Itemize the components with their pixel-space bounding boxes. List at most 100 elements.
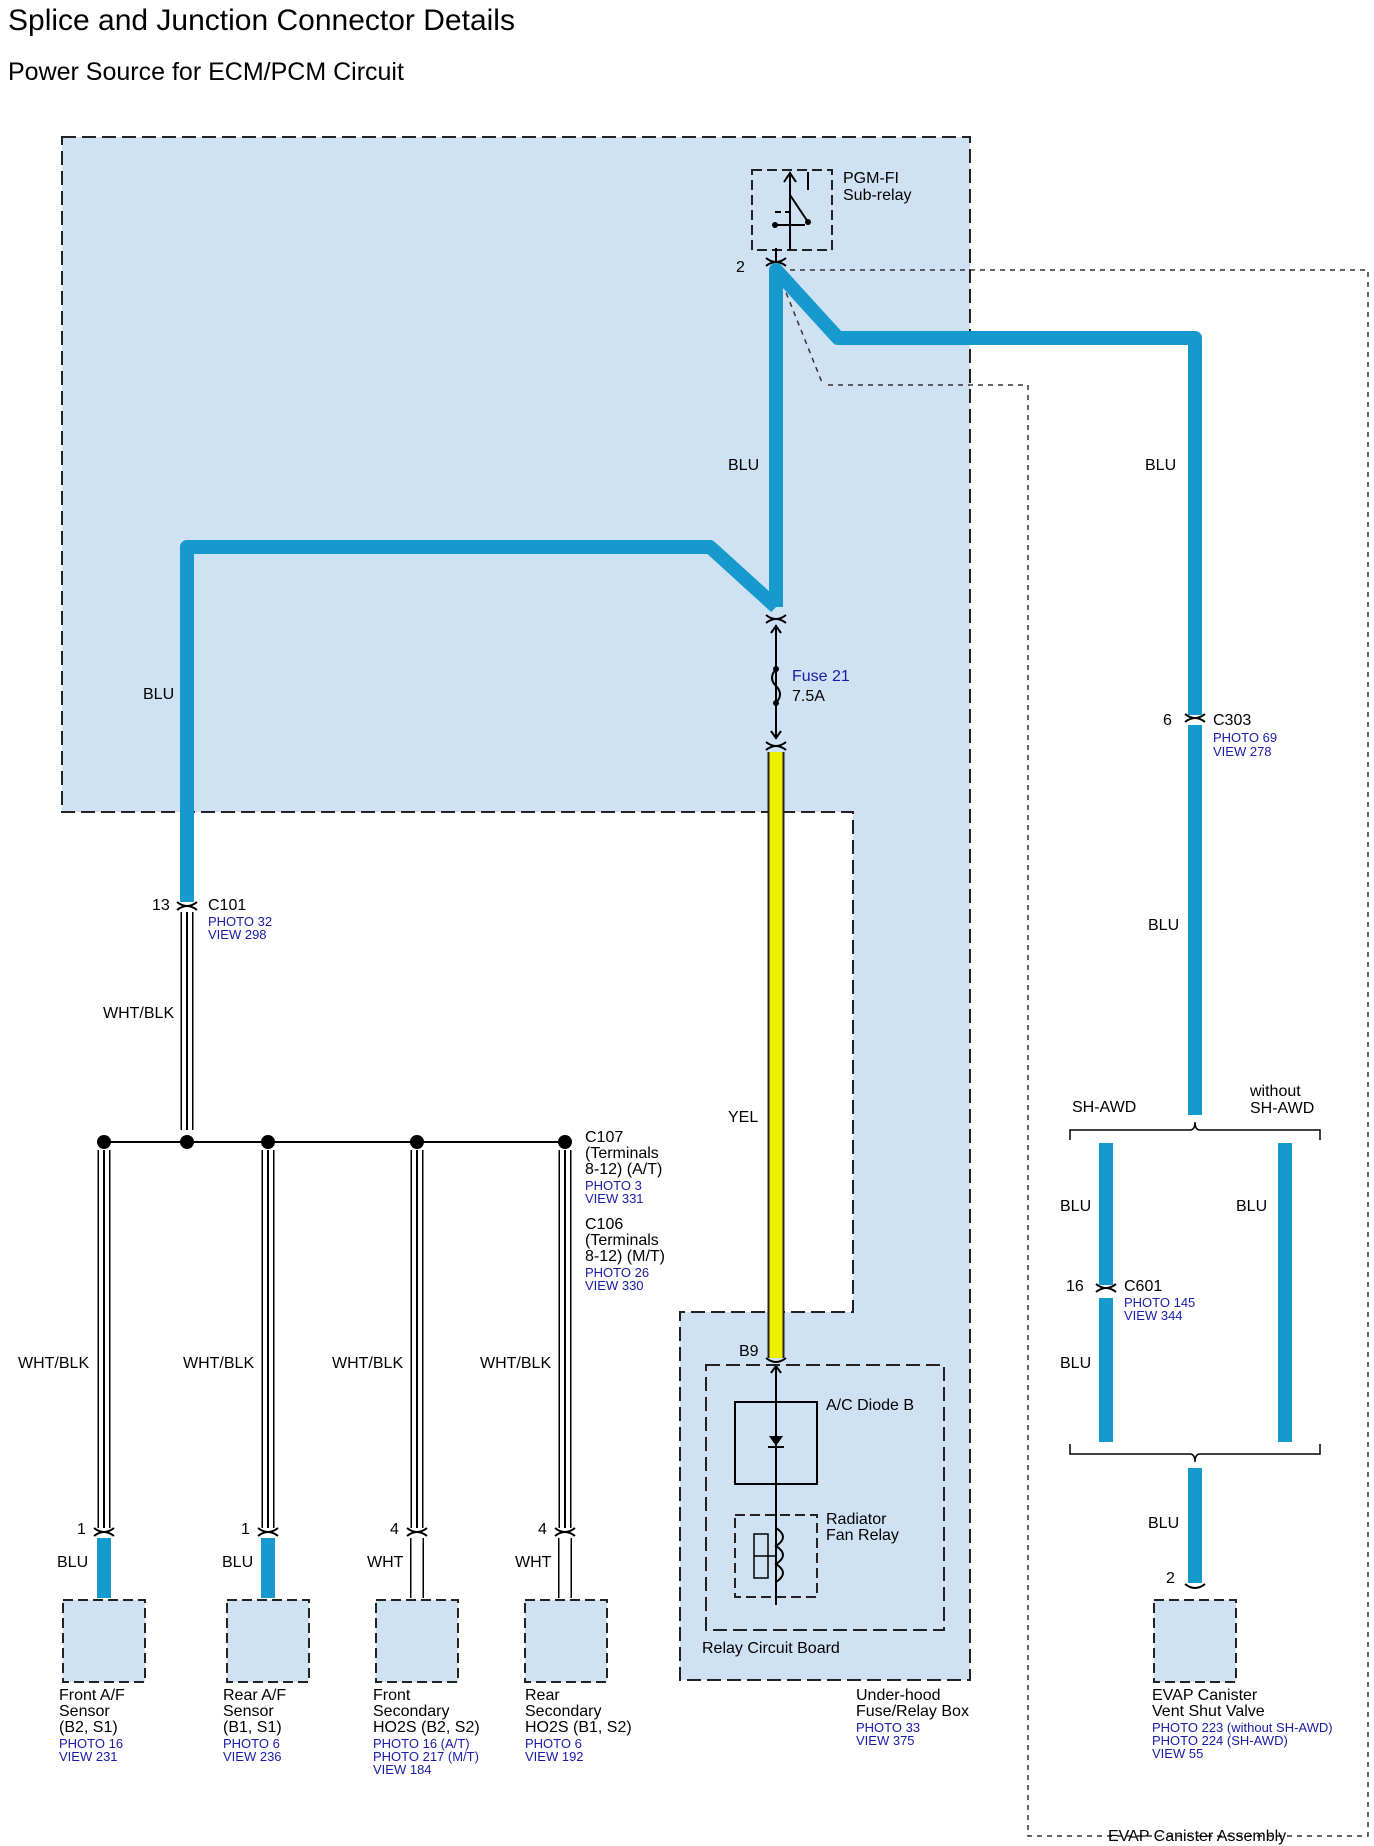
lower-split-bracket [1069, 1444, 1321, 1463]
radiator-fan-relay-label: Radiator [826, 1511, 887, 1528]
sensor-2-name-2: Sensor [223, 1703, 274, 1720]
c106-terminals: (Terminals [585, 1232, 659, 1249]
splice-point-trunk [180, 1135, 194, 1149]
sensor-2-pin: 1 [241, 1521, 250, 1538]
wire-label-branch-1: WHT/BLK [18, 1355, 89, 1372]
sensor-3-name-2: Secondary [373, 1703, 450, 1720]
radiator-fan-relay-label-2: Fan Relay [826, 1527, 899, 1544]
wire-label-sh-awd-lower: BLU [1060, 1355, 1091, 1372]
sensor-2-wire-color: BLU [222, 1554, 253, 1571]
evap-valve-view: VIEW 55 [1152, 1746, 1203, 1761]
c106-photo: PHOTO 26 [585, 1265, 649, 1280]
wire-label-yel: YEL [728, 1109, 758, 1126]
sensor-4-pin: 4 [538, 1521, 547, 1538]
fuse-relay-box-area [61, 136, 971, 1681]
sensor-3-name: Front [373, 1687, 411, 1704]
wire-label-branch-4: WHT/BLK [480, 1355, 551, 1372]
variant-without-1: without [1249, 1083, 1301, 1100]
splice-point-1 [97, 1135, 111, 1149]
c101-pin: 13 [152, 897, 170, 914]
sensor-1-view: VIEW 231 [59, 1749, 118, 1764]
page-title: Splice and Junction Connector Details [8, 4, 515, 37]
wire-label-branch-3: WHT/BLK [332, 1355, 403, 1372]
fuse-rating: 7.5A [792, 688, 825, 705]
branch-4-wire [554, 1150, 576, 1598]
sensor-1-name-2: Sensor [59, 1703, 110, 1720]
b9-terminal-label: B9 [739, 1343, 759, 1360]
sensor-3-wire-color: WHT [367, 1554, 404, 1571]
relay-pin: 2 [736, 259, 745, 276]
sensor-2-box [226, 1599, 310, 1683]
c601-view: VIEW 344 [1124, 1308, 1183, 1323]
c106-terminals-2: 8-12) (M/T) [585, 1248, 665, 1265]
splice-point-4 [558, 1135, 572, 1149]
wire-label-blu-left: BLU [143, 686, 174, 703]
sensor-1-box [62, 1599, 146, 1683]
pgm-fi-sub-relay [751, 169, 833, 251]
evap-valve-terminal [1184, 1583, 1206, 1589]
ac-diode-b-box [734, 1401, 818, 1485]
branch-3-wire [406, 1150, 428, 1598]
relay-terminal [765, 248, 787, 267]
relay-circuit-board-label: Relay Circuit Board [702, 1640, 840, 1657]
wire-label-blu-right: BLU [1145, 457, 1176, 474]
c107-photo: PHOTO 3 [585, 1178, 642, 1193]
sensor-2-name: Rear A/F [223, 1687, 286, 1704]
wire-label-branch-2: WHT/BLK [183, 1355, 254, 1372]
sensor-1-wire-color: BLU [57, 1554, 88, 1571]
sensor-2-view: VIEW 236 [223, 1749, 282, 1764]
sensor-4-name-3: HO2S (B1, S2) [525, 1719, 632, 1736]
sensor-2-name-3: (B1, S1) [223, 1719, 282, 1736]
radiator-fan-relay-box [734, 1514, 818, 1598]
sensor-3-box [375, 1599, 459, 1683]
sensor-1-pin: 1 [77, 1521, 86, 1538]
evap-valve-pin: 2 [1166, 1570, 1175, 1587]
wire-label-wht-blk-trunk: WHT/BLK [103, 1005, 174, 1022]
sensor-1-photo: PHOTO 16 [59, 1736, 123, 1751]
wire-label-blu-right-lower: BLU [1148, 917, 1179, 934]
sensor-4-box [524, 1599, 608, 1683]
evap-assembly-outline [790, 269, 1369, 1837]
c601-connector [1095, 1283, 1117, 1293]
relay-coil-icon [753, 1527, 784, 1583]
c107-view: VIEW 331 [585, 1191, 644, 1206]
sensor-3-photo: PHOTO 16 (A/T) [373, 1736, 470, 1751]
sensor-1-name-3: (B2, S1) [59, 1719, 118, 1736]
c106-view: VIEW 330 [585, 1278, 644, 1293]
c107-terminals-2: 8-12) (A/T) [585, 1161, 662, 1178]
diode-icon [768, 1436, 784, 1448]
ac-diode-b-label: A/C Diode B [826, 1397, 914, 1414]
branch-1-wire [93, 1150, 115, 1598]
evap-valve-name-2: Vent Shut Valve [1152, 1703, 1265, 1720]
sensor-3-photo-2: PHOTO 217 (M/T) [373, 1749, 479, 1764]
evap-valve-photo2: PHOTO 224 (SH-AWD) [1152, 1733, 1288, 1748]
sensor-4-wire-color: WHT [515, 1554, 552, 1571]
sensor-3-view: VIEW 184 [373, 1762, 432, 1777]
c101-connector [176, 901, 198, 911]
sensor-4-view: VIEW 192 [525, 1749, 584, 1764]
c303-name: C303 [1213, 712, 1251, 729]
c601-photo: PHOTO 145 [1124, 1295, 1195, 1310]
relay-name-2: Sub-relay [843, 187, 911, 204]
variant-sh-awd: SH-AWD [1072, 1099, 1136, 1116]
c101-view: VIEW 298 [208, 927, 267, 942]
c101-photo: PHOTO 32 [208, 914, 272, 929]
wire-label-blu-center: BLU [728, 457, 759, 474]
c101-name: C101 [208, 897, 246, 914]
blu-wire-fuse-to-c101 [180, 540, 781, 902]
upper-split-bracket [1069, 1121, 1321, 1140]
evap-assembly-label: EVAP Canister Assembly [1108, 1828, 1286, 1845]
c303-photo: PHOTO 69 [1213, 730, 1277, 745]
sensor-3-pin: 4 [390, 1521, 399, 1538]
splice-point-2 [261, 1135, 275, 1149]
c303-view: VIEW 278 [1213, 744, 1272, 759]
evap-valve-name: EVAP Canister [1152, 1687, 1258, 1704]
fuse-box-name-2: Fuse/Relay Box [856, 1703, 969, 1720]
c601-pin: 16 [1066, 1278, 1084, 1295]
evap-valve-box [1153, 1599, 1237, 1683]
relay-name: PGM-FI [843, 170, 899, 187]
sensor-3-name-3: HO2S (B2, S2) [373, 1719, 480, 1736]
fuse-box-name: Under-hood [856, 1687, 941, 1704]
fuse-21 [765, 614, 787, 751]
